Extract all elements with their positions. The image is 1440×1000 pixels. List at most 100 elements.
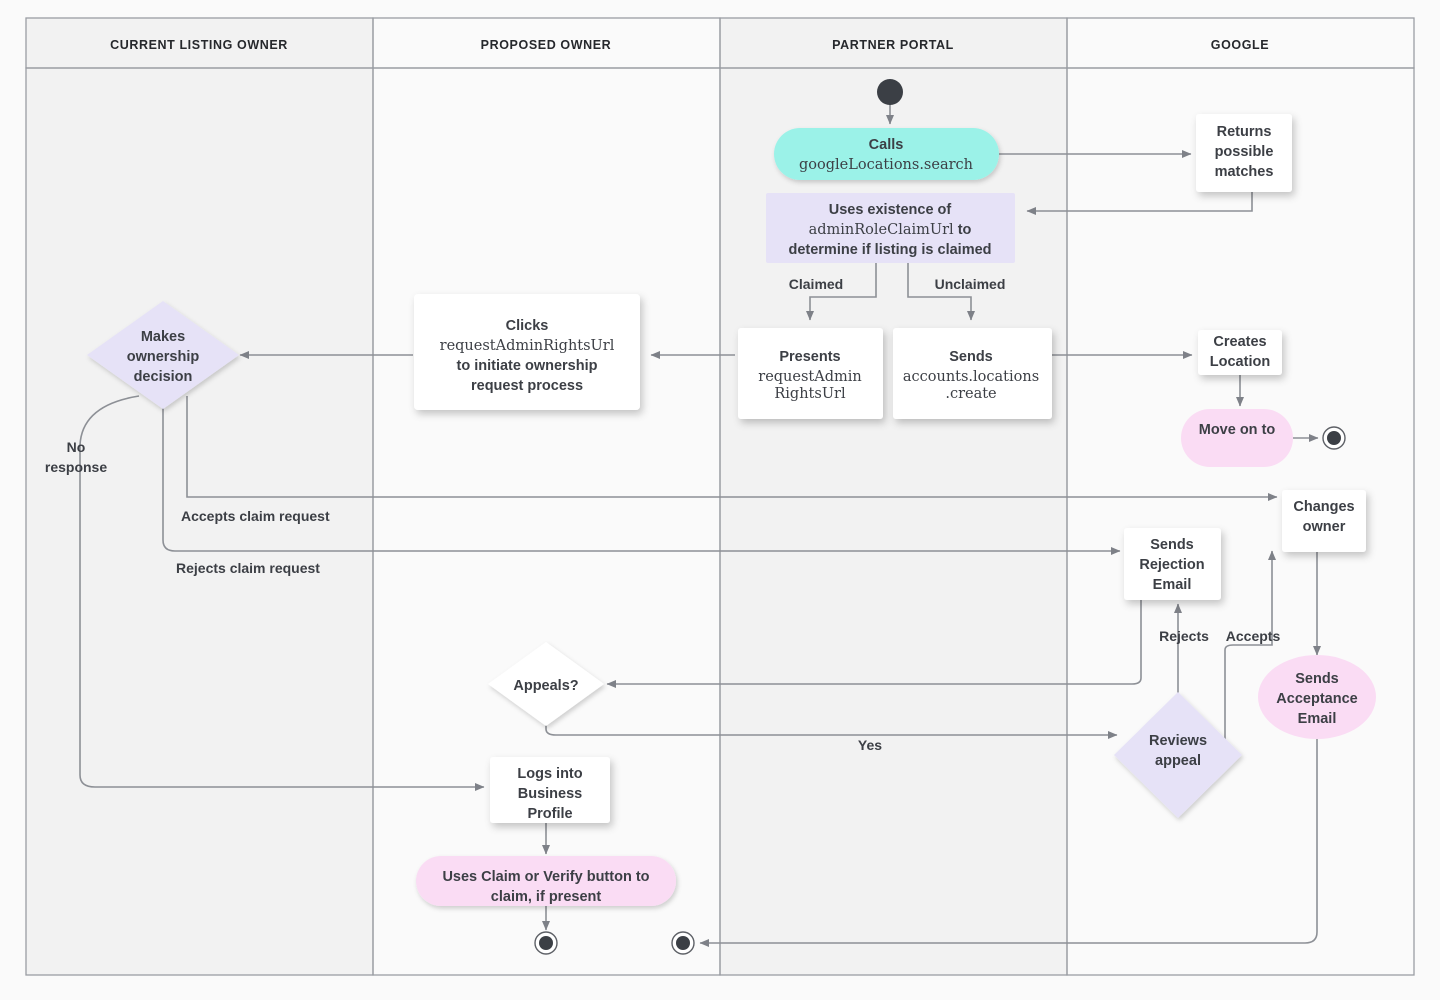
edge-label-yes: Yes [858, 737, 882, 753]
lane-header-current-listing-owner: CURRENT LISTING OWNER [110, 38, 288, 52]
edge-returns-to-uses [1026, 187, 1253, 215]
edge-label-accepts-claim-request: Accepts claim request [181, 508, 330, 524]
node-line-2: claim, if present [491, 889, 602, 905]
node-sends-rejection-email[interactable]: Sends Rejection Email [1124, 528, 1221, 600]
node-line-2: Rejection [1139, 557, 1204, 573]
node-clicks-requestadminrightsurl[interactable]: Clicks requestAdminRightsUrl to initiate… [414, 294, 640, 410]
node-mono-line-2: .create [945, 386, 996, 402]
node-line-3: Email [1298, 711, 1337, 727]
node-line-1: Sends [1295, 671, 1339, 687]
node-sends-accounts-locations-create[interactable]: Sends accounts.locations .create [893, 328, 1052, 419]
node-shape-pill [774, 128, 999, 180]
edge-labels: Claimed Unclaimed No response Accepts cl… [45, 276, 1281, 753]
node-shape-rect [893, 328, 1052, 419]
edge-label-no-response-line1: No [67, 439, 86, 455]
edge-decision-noresponse [79, 395, 485, 791]
lane-header-google: GOOGLE [1211, 38, 1269, 52]
node-title: Sends [949, 349, 993, 365]
node-line-2: Location [1210, 354, 1270, 370]
edge-appeals-yes-to-reviews [545, 715, 1118, 739]
node-line-1: Changes [1293, 499, 1354, 515]
node-mono-line: requestAdminRightsUrl [440, 338, 615, 354]
node-line-2: owner [1303, 519, 1346, 535]
node-shape-diamond [87, 301, 239, 409]
edge-decision-accepts [186, 396, 1278, 501]
node-line-1: Reviews [1149, 733, 1207, 749]
node-line-1: Clicks [506, 318, 549, 334]
node-calls-google-locations-search[interactable]: Calls googleLocations.search [774, 128, 999, 180]
node-line-4: request process [471, 378, 583, 394]
node-mono-line-2: RightsUrl [774, 386, 846, 402]
node-line-1: Creates [1213, 334, 1266, 350]
node-shape-rect [414, 294, 640, 410]
node-shape-diamond [488, 642, 604, 726]
node-title: Presents [779, 349, 840, 365]
node-mono-text: googleLocations.search [799, 157, 973, 173]
node-line-2: Business [518, 786, 582, 802]
node-line-2: ownership [127, 349, 200, 365]
node-line-3: decision [134, 369, 193, 385]
node-line-1: Uses Claim or Verify button to [442, 869, 649, 885]
node-title: Calls [869, 137, 904, 153]
node-line-2: adminRoleClaimUrl to [809, 222, 972, 238]
edge-label-accepts: Accepts [1226, 628, 1281, 644]
node-logs-into-business-profile[interactable]: Logs into Business Profile [490, 757, 610, 823]
node-mono-line-1: accounts.locations [903, 369, 1039, 385]
edge-label-claimed: Claimed [789, 276, 843, 292]
node-shape-ellipse [1258, 655, 1376, 739]
edge-reviews-accepts [1224, 550, 1276, 740]
node-shape-rect [1124, 528, 1221, 600]
node-returns-possible-matches[interactable]: Returns possible matches [1196, 114, 1292, 192]
node-uses-existence-of-adminroleclaimurl[interactable]: Uses existence of adminRoleClaimUrl to d… [766, 193, 1015, 263]
node-shape-rect [1196, 114, 1292, 192]
node-shape-rect [738, 328, 883, 419]
lane-header-label: PROPOSED OWNER [481, 38, 612, 52]
node-line-3: Email [1153, 577, 1192, 593]
lane-header-label: GOOGLE [1211, 38, 1269, 52]
node-line-2: Acceptance [1276, 691, 1357, 707]
node-line-1: Appeals? [513, 678, 578, 694]
edge-label-unclaimed: Unclaimed [935, 276, 1006, 292]
node-mono-line-1: requestAdmin [758, 369, 861, 385]
node-reviews-appeal[interactable]: Reviews appeal [1114, 692, 1242, 818]
node-line-1: Sends [1150, 537, 1194, 553]
node-shape-rect [490, 757, 610, 823]
node-line-3: determine if listing is claimed [788, 242, 991, 258]
node-changes-owner[interactable]: Changes owner [1282, 490, 1366, 552]
node-uses-claim-or-verify-button[interactable]: Uses Claim or Verify button to claim, if… [416, 856, 676, 906]
node-appeals[interactable]: Appeals? [488, 642, 604, 726]
node-line-2: possible [1215, 144, 1274, 160]
node-line-1: Logs into [517, 766, 582, 782]
node-line-1: Move on to [1199, 422, 1276, 438]
lane-header-partner-portal: PARTNER PORTAL [832, 38, 954, 52]
node-start-dot[interactable] [877, 79, 903, 105]
node-end-dot-proposed-owner-2[interactable] [671, 931, 695, 955]
lane-header-label: PARTNER PORTAL [832, 38, 954, 52]
node-end-dot-google[interactable] [1322, 426, 1346, 450]
node-line-3: matches [1215, 164, 1274, 180]
node-presents-requestadminrightsurl[interactable]: Presents requestAdmin RightsUrl [738, 328, 883, 419]
node-makes-ownership-decision[interactable]: Makes ownership decision [87, 301, 239, 409]
node-shape-flat [766, 193, 1015, 263]
edge-uses-to-presents [806, 263, 877, 321]
node-mono-token: adminRoleClaimUrl [809, 222, 954, 238]
node-end-dot-proposed-owner[interactable] [534, 931, 558, 955]
node-shape-pill [1181, 409, 1293, 467]
edge-decision-rejects [162, 396, 1121, 555]
node-line-3: Profile [527, 806, 572, 822]
lane-header-proposed-owner: PROPOSED OWNER [481, 38, 612, 52]
node-line-1: Makes [141, 329, 185, 345]
node-line-3: to initiate ownership [457, 358, 598, 374]
edge-uses-to-sends-create [907, 263, 975, 321]
edge-acceptance-to-end [699, 738, 1318, 947]
node-shape-rect [1198, 330, 1282, 375]
edge-rejection-to-appeals [606, 600, 1142, 688]
node-move-on-to[interactable]: Move on to [1181, 409, 1293, 467]
node-sends-acceptance-email[interactable]: Sends Acceptance Email [1258, 655, 1376, 739]
node-creates-location[interactable]: Creates Location [1198, 330, 1282, 375]
node-line-1: Uses existence of [829, 202, 952, 218]
lane-header-label: CURRENT LISTING OWNER [110, 38, 288, 52]
edge-label-rejects: Rejects [1159, 628, 1209, 644]
node-shape-pill [416, 856, 676, 906]
